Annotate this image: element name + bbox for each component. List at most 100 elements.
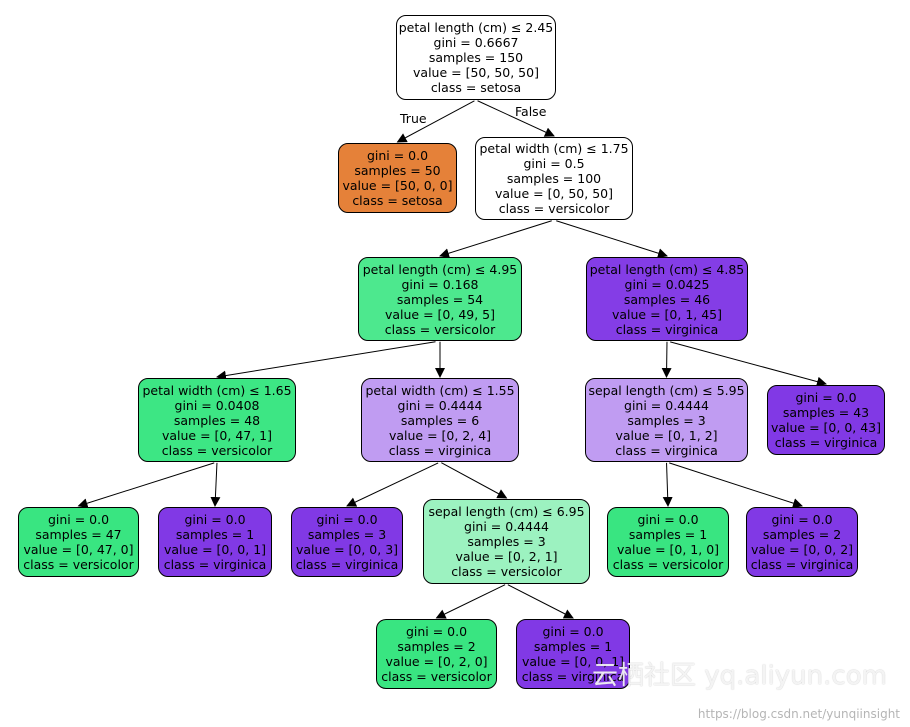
edge-label-false: False: [515, 104, 547, 119]
node-text-line: class = virginica: [521, 669, 625, 684]
node-text-line: value = [0, 1, 45]: [611, 306, 723, 322]
edge-n3-n5: [216, 341, 436, 381]
node-text-line: samples = 1: [175, 527, 255, 542]
node-text-line: gini = 0.0: [184, 512, 246, 527]
node-text-line: value = [0, 0, 1]: [163, 542, 267, 557]
node-text-line: samples = 50: [354, 163, 441, 178]
node-text-line: sepal length (cm) ≤ 5.95: [588, 382, 745, 398]
edge-n7-n14: [669, 462, 803, 508]
node-text-line: gini = 0.0: [771, 512, 833, 527]
node-text-line: value = [0, 0, 2]: [750, 542, 854, 557]
node-text-line: petal length (cm) ≤ 2.45: [398, 20, 554, 35]
node-text-line: petal width (cm) ≤ 1.75: [479, 141, 629, 156]
node-text-line: value = [0, 0, 43]: [770, 420, 882, 435]
node-text-line: samples = 48: [173, 412, 261, 428]
node-text-line: gini = 0.0: [366, 148, 429, 163]
node-text-line: class = versicolor: [612, 557, 724, 572]
node-text-line: petal length (cm) ≤ 4.95: [362, 261, 518, 277]
edge-n2-n4: [556, 220, 668, 259]
edge-n12-n16: [507, 584, 574, 619]
node-text-line: gini = 0.0408: [174, 397, 260, 413]
node-text-line: samples = 6: [400, 412, 480, 428]
node-text-line: sepal length (cm) ≤ 6.95: [428, 504, 585, 519]
node-text-line: value = [0, 2, 4]: [388, 427, 492, 443]
edge-n5-n9: [77, 462, 215, 509]
node-text-line: value = [0, 49, 5]: [384, 306, 496, 322]
node-text-line: samples = 3: [627, 412, 706, 428]
node-text-line: gini = 0.0: [316, 512, 378, 527]
node-text-line: gini = 0.0: [47, 512, 110, 527]
node-text-line: gini = 0.4444: [624, 397, 709, 413]
node-text-line: class = virginica: [163, 557, 267, 572]
node-text-line: samples = 1: [628, 527, 708, 542]
node-text-line: gini = 0.0425: [624, 276, 710, 292]
node-text-line: value = [0, 1, 0]: [616, 542, 720, 557]
watermark-source-url: https://blog.csdn.net/yunqiinsight: [697, 707, 900, 721]
node-text-line: class = virginica: [774, 435, 878, 450]
edge-n6-n12: [441, 462, 508, 499]
node-text-line: samples = 54: [396, 291, 484, 307]
node-text-line: gini = 0.6667: [433, 35, 519, 50]
node-text-line: value = [50, 50, 50]: [413, 65, 539, 80]
node-text-line: gini = 0.0: [795, 390, 857, 405]
edge-n2-n3: [439, 220, 552, 259]
node-text-line: class = versicolor: [498, 201, 610, 216]
node-text-line: class = setosa: [430, 80, 522, 95]
node-text-line: samples = 2: [762, 527, 842, 542]
node-text-line: class = versicolor: [23, 557, 134, 572]
watermark-yq-aliyun: 云栖社区 yq.aliyun.com: [592, 661, 887, 691]
node-text-line: class = virginica: [615, 321, 719, 337]
node-text-line: samples = 2: [397, 639, 476, 654]
edge-n6-n11: [346, 462, 439, 507]
node-text-line: value = [0, 50, 50]: [495, 186, 613, 201]
edge-n4-n8: [670, 341, 827, 387]
node-text-line: class = versicolor: [451, 564, 562, 579]
node-text-line: samples = 47: [35, 527, 122, 542]
node-text-line: samples = 3: [467, 534, 546, 549]
node-text-line: samples = 100: [506, 171, 602, 186]
node-text-line: petal length (cm) ≤ 4.85: [589, 261, 745, 277]
node-text-line: value = [0, 47, 0]: [23, 542, 134, 557]
node-text-line: class = versicolor: [381, 669, 492, 684]
node-text-line: value = [0, 1, 2]: [615, 427, 718, 443]
node-text-line: gini = 0.4444: [464, 519, 549, 534]
node-text-line: value = [50, 0, 0]: [342, 178, 453, 193]
node-text-line: value = [0, 0, 1]: [521, 654, 625, 669]
node-text-line: value = [0, 47, 1]: [161, 427, 273, 443]
edge-n5-n10: [210, 462, 221, 507]
node-text-line: class = virginica: [615, 442, 718, 458]
node-text-line: samples = 46: [623, 291, 711, 307]
node-text-line: value = [0, 2, 0]: [385, 654, 488, 669]
node-text-line: class = virginica: [750, 557, 854, 572]
node-text-line: petal width (cm) ≤ 1.55: [365, 382, 515, 398]
node-text-line: samples = 150: [428, 50, 524, 65]
node-text-line: gini = 0.0: [637, 512, 699, 527]
node-text-line: samples = 43: [782, 405, 870, 420]
node-text-line: class = versicolor: [384, 321, 496, 337]
node-text-line: petal width (cm) ≤ 1.65: [142, 382, 292, 398]
edge-n0-n2: [477, 100, 555, 137]
edge-n12-n15: [435, 584, 506, 619]
node-text-line: class = setosa: [352, 193, 443, 208]
node-text-line: class = virginica: [295, 557, 399, 572]
node-text-line: gini = 0.168: [401, 276, 479, 292]
edge-n0-n1: [396, 100, 475, 143]
node-text-line: class = virginica: [388, 442, 492, 458]
node-text-line: samples = 1: [533, 639, 613, 654]
node-text-line: samples = 3: [307, 527, 387, 542]
node-text-line: class = versicolor: [161, 442, 273, 458]
